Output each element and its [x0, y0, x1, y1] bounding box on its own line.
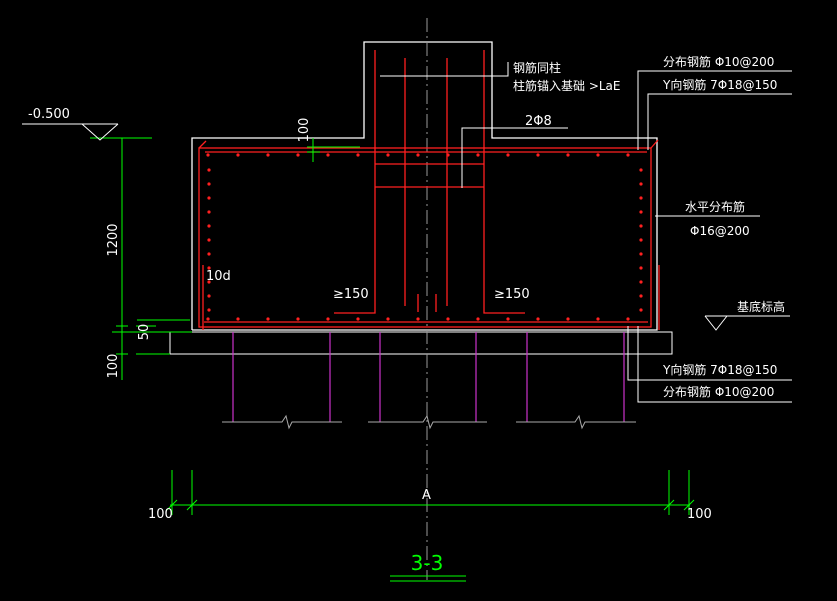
cover-dim-label: 50 — [137, 324, 152, 341]
cage-perimeter — [198, 147, 652, 328]
rebar-dot — [206, 317, 210, 321]
rebar-dot — [356, 153, 360, 157]
rebar-dot — [506, 317, 510, 321]
rebar-dots — [206, 153, 643, 321]
rebar-dot — [207, 238, 211, 242]
rebar-dot — [207, 210, 211, 214]
anchor-left-label: ≥150 — [333, 287, 369, 302]
rebar-dot — [566, 317, 570, 321]
rebar-dot — [207, 294, 211, 298]
dimensions — [90, 137, 695, 515]
rebar-dot — [626, 317, 630, 321]
leader-lines — [380, 62, 792, 403]
rebar-dot — [236, 153, 240, 157]
rebar-dot — [416, 317, 420, 321]
rebar-dot — [326, 153, 330, 157]
rebar-dot — [639, 210, 643, 214]
rebar-dot — [206, 153, 210, 157]
stirrup-label: 2Φ8 — [525, 114, 552, 129]
rebar-dot — [207, 252, 211, 256]
rebar-dot — [296, 153, 300, 157]
hook-length-label: 10d — [206, 269, 231, 284]
rebar-dot — [416, 153, 420, 157]
column-bar-right-outer — [483, 50, 525, 314]
rebar-dot — [296, 317, 300, 321]
piles — [222, 332, 636, 430]
cushion-outline — [169, 331, 673, 355]
elevation-top-label: -0.500 — [28, 107, 70, 122]
pile-right — [516, 332, 636, 430]
rebar-dot — [596, 153, 600, 157]
rebar-dot — [386, 153, 390, 157]
side-bar-label-1: 水平分布筋 — [685, 199, 745, 214]
elevation-base-label: 基底标高 — [737, 299, 785, 314]
axis-label: A — [422, 488, 431, 503]
section-title: 3-3 — [411, 551, 444, 575]
rebar-dot — [639, 280, 643, 284]
rebar-dot — [236, 317, 240, 321]
rebar-dot — [356, 317, 360, 321]
top-y-bar-label: Y向钢筋 7Φ18@150 — [662, 77, 777, 92]
column-note-1: 钢筋同柱 — [513, 60, 561, 75]
rebar-dot — [446, 153, 450, 157]
rebar-dot — [506, 153, 510, 157]
rebar-dot — [476, 317, 480, 321]
left-edge-dim-label: 100 — [148, 507, 173, 522]
rebar-dot — [266, 317, 270, 321]
rebar-dot — [207, 266, 211, 270]
pad-dim-label: 100 — [106, 354, 121, 379]
bottom-y-bar-label: Y向钢筋 7Φ18@150 — [662, 362, 777, 377]
rebar-dot — [639, 266, 643, 270]
top-dist-bar-label: 分布钢筋 Φ10@200 — [663, 54, 774, 69]
rebar-dot — [639, 168, 643, 172]
rebar-dot — [207, 280, 211, 284]
rebar-dot — [536, 317, 540, 321]
rebar-dot — [639, 308, 643, 312]
column-note-2: 柱筋锚入基础 >LaE — [513, 78, 621, 93]
height-dim-label: 1200 — [106, 223, 121, 256]
anchor-right-label: ≥150 — [494, 287, 530, 302]
rebar-dot — [266, 153, 270, 157]
rebar-dot — [326, 317, 330, 321]
pile-left — [222, 332, 342, 430]
rebar-dot — [639, 224, 643, 228]
rebar-dot — [639, 238, 643, 242]
rebar-dot — [207, 168, 211, 172]
column-outline — [191, 41, 658, 331]
rebar-dot — [596, 317, 600, 321]
right-edge-dim-label: 100 — [687, 507, 712, 522]
rebar-dot — [476, 153, 480, 157]
rebar — [198, 50, 660, 330]
rebar-dot — [536, 153, 540, 157]
column-bar-left-outer — [334, 50, 376, 314]
rebar-dot — [207, 182, 211, 186]
elevation-symbol-base — [704, 315, 790, 331]
rebar-dot — [566, 153, 570, 157]
rebar-dot — [207, 308, 211, 312]
rebar-dot — [626, 153, 630, 157]
bottom-dist-bar-label: 分布钢筋 Φ10@200 — [663, 384, 774, 399]
rebar-dot — [639, 182, 643, 186]
rebar-dot — [386, 317, 390, 321]
pile-middle — [368, 332, 487, 430]
rebar-dot — [639, 252, 643, 256]
top-offset-dim-label: 100 — [297, 118, 312, 143]
elevation-symbol-top — [22, 123, 119, 141]
rebar-dot — [207, 224, 211, 228]
rebar-dot — [639, 196, 643, 200]
side-bar-label-2: Φ16@200 — [690, 224, 750, 238]
rebar-dot — [639, 294, 643, 298]
rebar-dot — [446, 317, 450, 321]
rebar-dot — [207, 196, 211, 200]
